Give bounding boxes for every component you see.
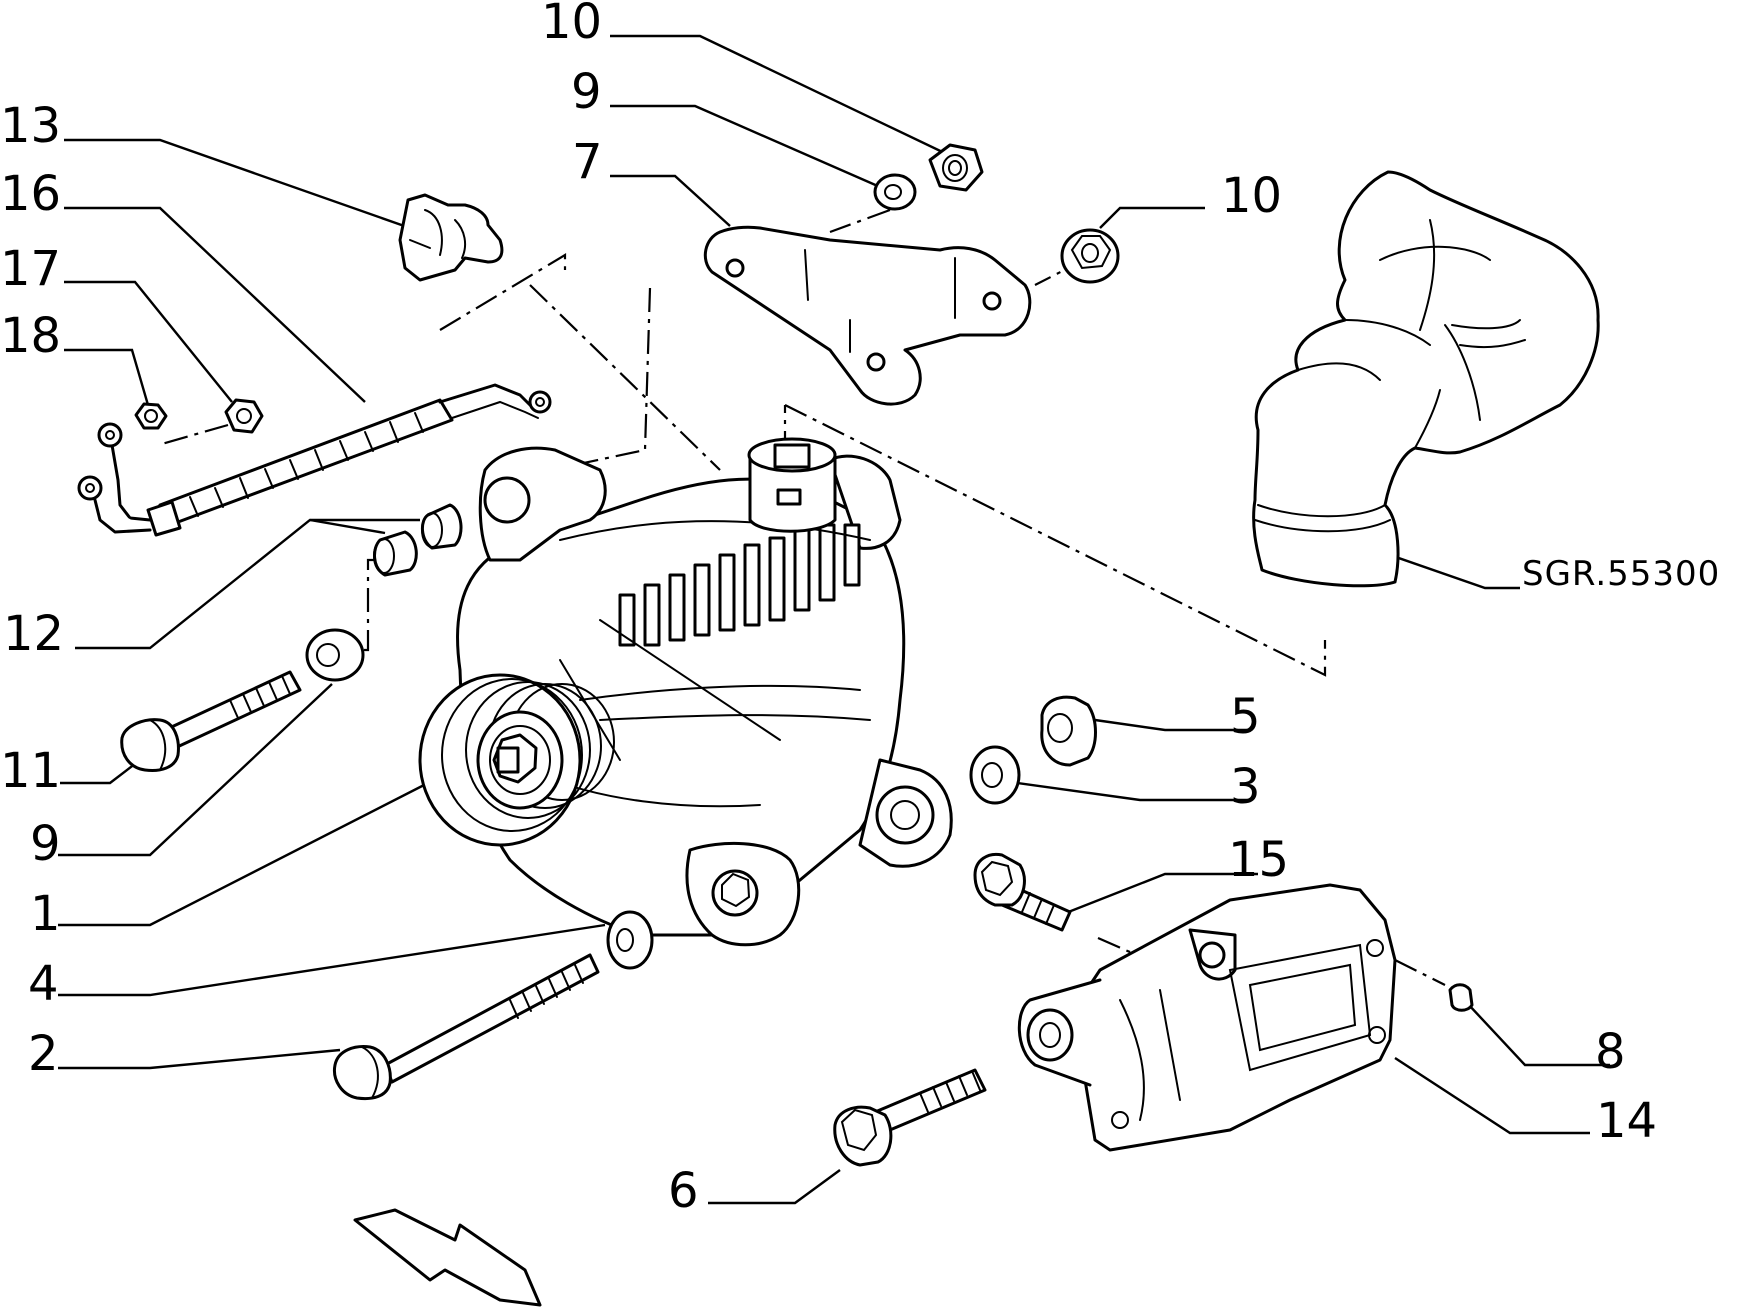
nut-10-top (928, 143, 984, 192)
washer-3 (969, 745, 1021, 805)
cable-16 (77, 383, 552, 537)
callout-11: 11 (0, 743, 61, 799)
callout-9-top: 9 (571, 64, 602, 120)
callout-18: 18 (0, 308, 61, 364)
callout-3: 3 (1230, 759, 1261, 815)
alternator-pulley (418, 673, 615, 847)
washer-9-top (873, 173, 917, 211)
alternator (418, 437, 953, 947)
alternator-cooling-fins (618, 523, 861, 647)
callout-16: 16 (0, 166, 61, 222)
nut-18 (134, 402, 168, 430)
bracket-14 (1017, 883, 1397, 1152)
callout-13: 13 (0, 98, 61, 154)
callout-labels: 10 9 7 10 13 16 17 18 12 11 9 1 4 2 5 3 … (0, 0, 1720, 1219)
callout-14: 14 (1596, 1093, 1657, 1149)
pin-8 (1448, 983, 1474, 1012)
coolant-hose (1252, 170, 1600, 588)
callout-1: 1 (30, 886, 61, 942)
nut-10-right (1060, 228, 1120, 284)
callout-4: 4 (28, 956, 59, 1012)
nut-5 (1040, 695, 1097, 767)
washer-9-left (305, 628, 365, 682)
callout-12: 12 (3, 606, 64, 662)
callout-9-left: 9 (30, 816, 61, 872)
bushing-12-rear (421, 503, 463, 550)
callout-8: 8 (1595, 1024, 1626, 1080)
callout-6: 6 (668, 1163, 699, 1219)
callout-10-right: 10 (1221, 168, 1282, 224)
callout-15: 15 (1228, 832, 1289, 888)
assembly-dashed-lines (157, 208, 1446, 986)
nut-17 (224, 398, 264, 434)
bolt-11-thread (229, 675, 291, 719)
callout-7: 7 (572, 134, 603, 190)
bolt-15 (973, 852, 1072, 932)
cable-ribs (189, 412, 424, 517)
bolt-6 (833, 1068, 987, 1167)
bolt-6-thread (919, 1070, 981, 1113)
bushing-12-front (373, 530, 418, 577)
callout-17: 17 (0, 241, 61, 297)
bolt-2-thread (509, 964, 584, 1019)
bolt-2 (332, 953, 600, 1101)
clip-13 (398, 193, 504, 282)
leader-lines (58, 34, 1610, 1205)
reference-code: SGR.55300 (1522, 554, 1720, 594)
direction-arrow-icon (353, 1208, 542, 1307)
bracket-7 (703, 225, 1032, 406)
washer-4 (606, 910, 654, 970)
callout-10-top: 10 (541, 0, 602, 50)
bolt-11 (120, 670, 302, 772)
callout-2: 2 (28, 1026, 59, 1082)
callout-5: 5 (1230, 689, 1261, 745)
bolt-15-thread (1021, 892, 1055, 925)
